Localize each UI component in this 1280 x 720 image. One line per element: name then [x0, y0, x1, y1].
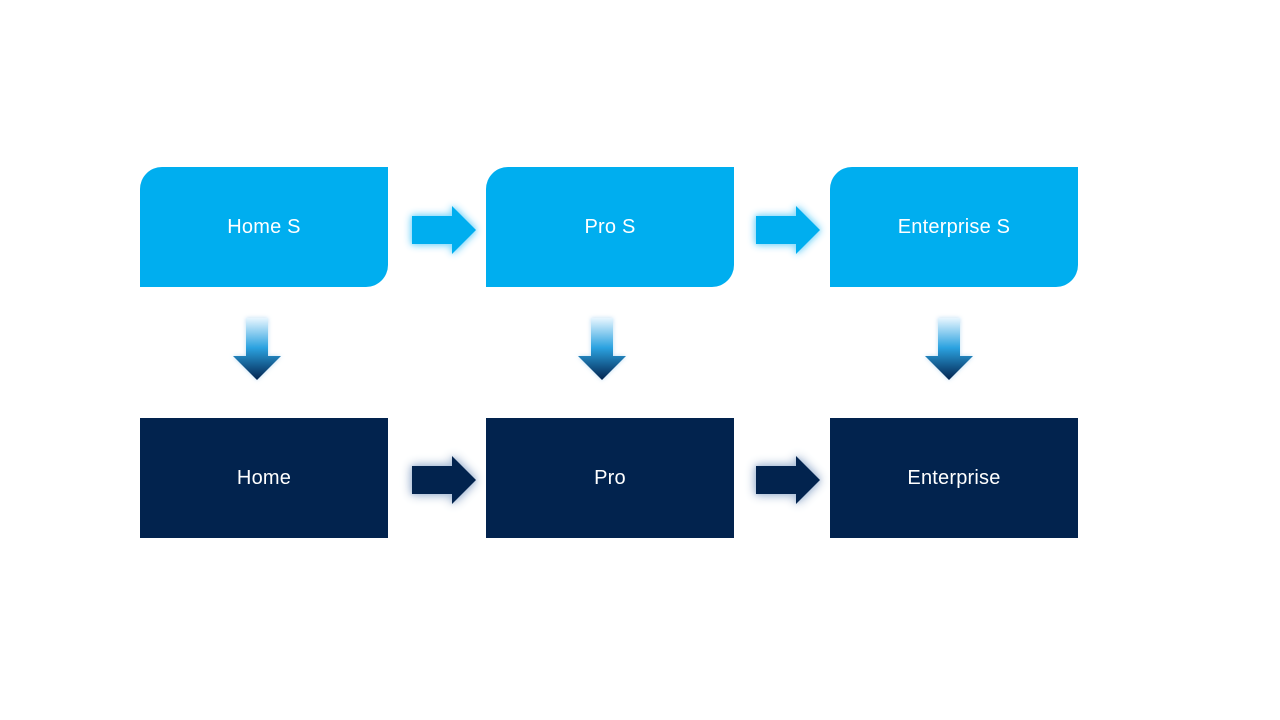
node-pro-s-label: Pro S — [584, 215, 636, 238]
right-arrow-icon — [756, 456, 820, 504]
node-enterprise-s-label: Enterprise S — [897, 215, 1011, 238]
node-enterprise-s: Enterprise S — [830, 167, 1078, 287]
node-home-s: Home S — [140, 167, 388, 287]
right-arrow-icon — [756, 206, 820, 254]
node-pro-s: Pro S — [486, 167, 734, 287]
node-enterprise-label: Enterprise — [907, 466, 1001, 489]
down-arrow-icon — [925, 318, 973, 380]
node-enterprise: Enterprise — [830, 418, 1078, 538]
right-arrow-icon — [412, 456, 476, 504]
node-home: Home — [140, 418, 388, 538]
node-pro: Pro — [486, 418, 734, 538]
node-pro-label: Pro — [594, 466, 626, 489]
node-home-label: Home — [236, 466, 292, 489]
right-arrow-icon — [412, 206, 476, 254]
down-arrow-icon — [233, 318, 281, 380]
node-home-s-label: Home S — [227, 215, 301, 238]
down-arrow-icon — [578, 318, 626, 380]
